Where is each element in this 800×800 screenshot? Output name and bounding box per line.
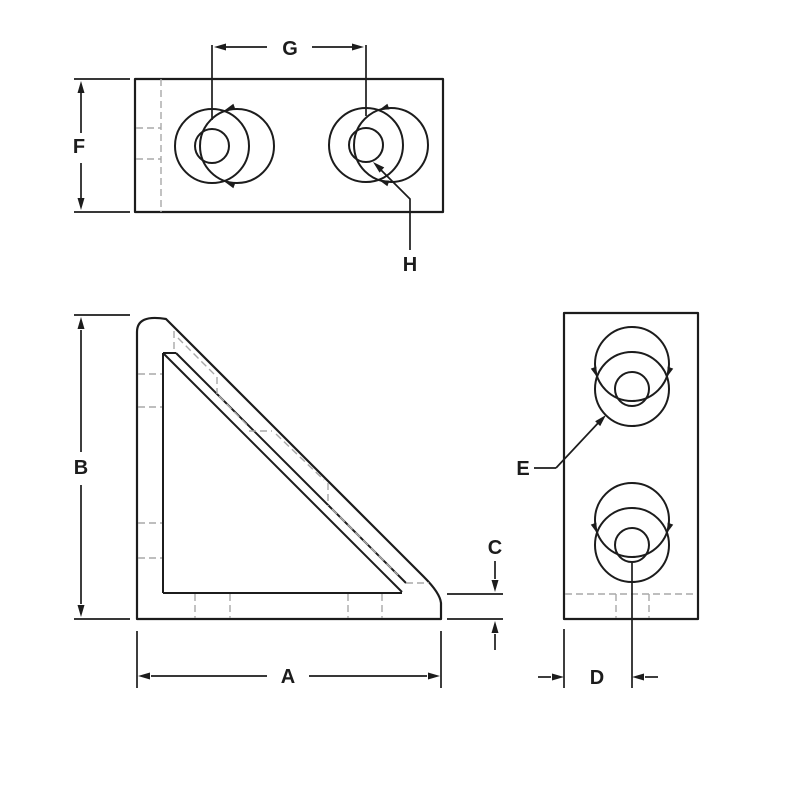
top-view-right-hole bbox=[328, 103, 429, 187]
slot-arc-arrow-icon bbox=[379, 103, 390, 110]
dim-D: D bbox=[538, 563, 658, 689]
dim-arrow-icon bbox=[77, 81, 85, 93]
label-D: D bbox=[590, 667, 604, 689]
dim-arrow-icon bbox=[77, 198, 85, 210]
dim-arrow-icon bbox=[138, 672, 150, 680]
leader-H: H bbox=[373, 162, 417, 276]
slot-arc-arrow-icon bbox=[225, 182, 236, 189]
dim-arrow-icon bbox=[491, 621, 499, 633]
counterbore-circle bbox=[594, 351, 670, 427]
front-view bbox=[135, 316, 443, 621]
front-view-hidden-lines bbox=[138, 331, 429, 618]
through-hole-circle bbox=[348, 127, 384, 163]
through-hole-circle bbox=[614, 371, 650, 407]
dim-C: C bbox=[447, 537, 503, 650]
dim-arrow-icon bbox=[491, 580, 499, 592]
dim-arrow-icon bbox=[77, 605, 85, 617]
slot-arc-arrow-icon bbox=[667, 366, 674, 377]
leader-arrow-icon bbox=[595, 415, 606, 427]
top-view-left-hole bbox=[174, 103, 275, 189]
slot-arc-arrow-icon bbox=[667, 522, 674, 533]
through-hole-circle bbox=[194, 128, 230, 164]
side-view-outline bbox=[562, 311, 700, 621]
dim-arrow-icon bbox=[214, 43, 226, 51]
dim-A: A bbox=[136, 631, 442, 688]
inner-hypotenuse-lower bbox=[162, 352, 403, 593]
front-view-outline bbox=[135, 316, 443, 621]
side-view-upper-hole bbox=[590, 326, 674, 427]
side-view-hidden-lines bbox=[565, 593, 697, 618]
label-F: F bbox=[73, 136, 85, 158]
label-H: H bbox=[403, 254, 417, 276]
counterbore-circle bbox=[328, 107, 404, 183]
dim-F: F bbox=[73, 78, 130, 213]
slot-offset-circle bbox=[594, 326, 670, 402]
leader-line bbox=[555, 420, 601, 469]
slot-offset-circle bbox=[594, 482, 670, 558]
slot-arc-arrow-icon bbox=[379, 180, 390, 187]
dim-arrow-icon bbox=[552, 673, 564, 681]
slot-arc-arrow-icon bbox=[590, 522, 597, 533]
counterbore-circle bbox=[174, 108, 250, 184]
dim-arrow-icon bbox=[428, 672, 440, 680]
top-view bbox=[133, 77, 445, 214]
label-B: B bbox=[74, 457, 88, 479]
dim-arrow-icon bbox=[77, 317, 85, 329]
dim-arrow-icon bbox=[632, 673, 644, 681]
dim-arrow-icon bbox=[352, 43, 364, 51]
through-hole-circle bbox=[614, 527, 650, 563]
leader-E: E bbox=[516, 415, 606, 480]
top-view-outline bbox=[133, 77, 445, 214]
slot-arc-arrow-icon bbox=[225, 103, 236, 110]
slot-offset-circle bbox=[353, 107, 429, 183]
label-E: E bbox=[516, 458, 529, 480]
label-A: A bbox=[281, 666, 295, 688]
dim-G: G bbox=[211, 38, 367, 120]
top-view-hidden-lines bbox=[136, 79, 162, 212]
slot-offset-circle bbox=[199, 108, 275, 184]
front-view-inner-cutout bbox=[162, 352, 407, 594]
label-G: G bbox=[282, 38, 298, 60]
label-C: C bbox=[488, 537, 502, 559]
side-view bbox=[562, 311, 700, 621]
slot-arc-arrow-icon bbox=[590, 366, 597, 377]
leader-line bbox=[378, 167, 411, 250]
dim-B: B bbox=[74, 314, 130, 620]
leader-arrow-icon bbox=[373, 162, 385, 173]
